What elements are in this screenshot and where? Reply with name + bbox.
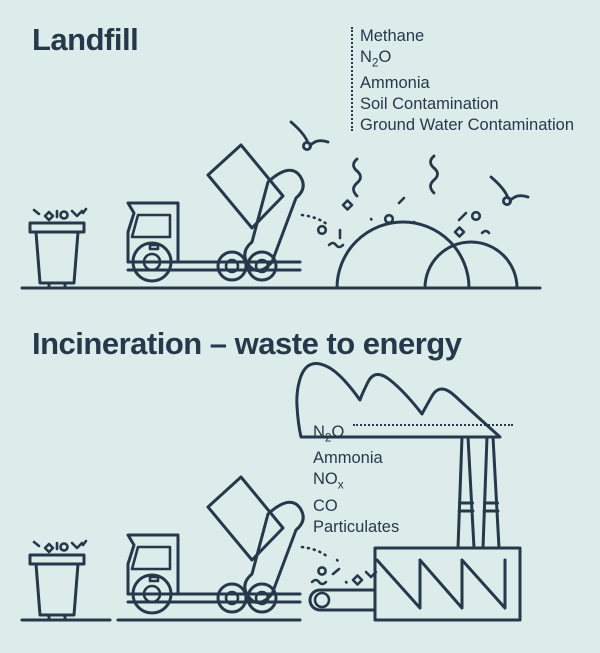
emission-item: CO: [313, 496, 338, 515]
emission-item: Ammonia: [313, 449, 383, 468]
landfill-section-title: Landfill: [32, 22, 139, 57]
landfill-emissions-divider: [351, 27, 353, 131]
incineration-emissions-divider: [353, 424, 513, 426]
bird-icon: [489, 175, 530, 206]
bin-debris-icon: [32, 207, 88, 222]
garbage-truck-icon: [126, 475, 305, 615]
bin-icon: [28, 539, 88, 622]
bin-icon: [28, 207, 88, 290]
emission-item: Ground Water Contamination: [360, 116, 574, 135]
emission-item: N2O: [360, 48, 392, 70]
debris-particles-icon: [310, 558, 378, 586]
conveyor-belt-icon: [308, 588, 377, 612]
emission-item: Ammonia: [360, 74, 430, 93]
spill-trajectory-dots: [300, 213, 330, 227]
smokestack-icon: [481, 435, 501, 550]
incinerator-plant-icon: [373, 546, 522, 622]
landfill-illustration: [20, 120, 542, 290]
smell-squiggle-icon: [352, 154, 439, 198]
bin-debris-icon: [32, 539, 88, 554]
spill-trajectory-dots: [300, 545, 330, 559]
incineration-illustration: [20, 362, 522, 622]
emission-item: Methane: [360, 27, 425, 45]
smoke-cloud-icon: [295, 362, 502, 439]
bird-icon: [289, 120, 330, 151]
emission-item: Soil Contamination: [360, 95, 499, 114]
debris-particles-icon: [316, 196, 491, 249]
incineration-section-title: Incineration – waste to energy: [32, 326, 462, 361]
furnace-zigzag-icon: [375, 558, 507, 610]
garbage-truck-icon: [126, 143, 305, 283]
emission-item: Particulates: [313, 517, 400, 536]
landfill-mound-icon: [335, 220, 519, 290]
emission-item: NOx: [313, 470, 344, 492]
smokestack-icon: [456, 435, 476, 550]
